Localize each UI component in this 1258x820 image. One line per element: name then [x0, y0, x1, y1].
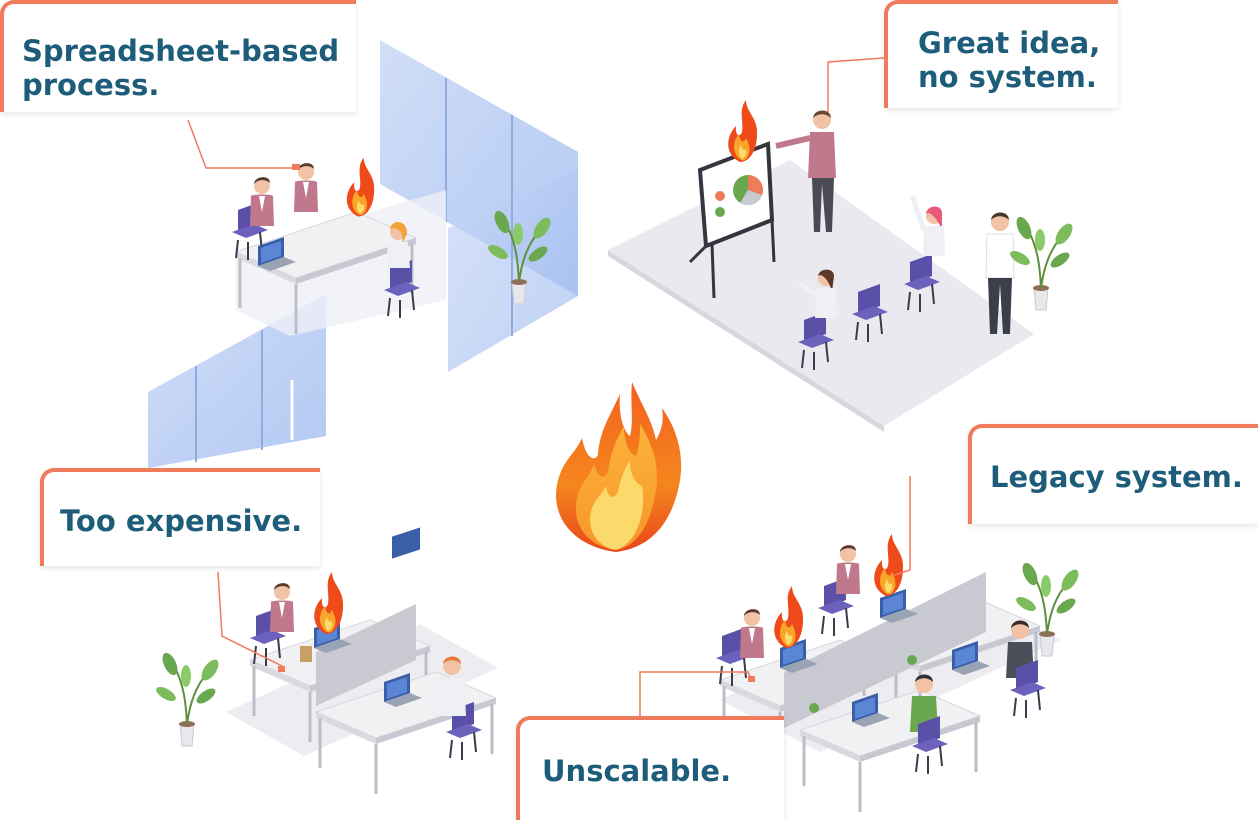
potted-plant-icon [1006, 213, 1077, 311]
potted-plant-icon [152, 649, 223, 747]
callout-great-idea-no-system: Great idea, no system. [884, 0, 1118, 108]
callout-spreadsheet-based-process: Spreadsheet-based process. [0, 0, 356, 112]
callout-unscalable: Unscalable. [516, 716, 784, 820]
workstation-scene-left [217, 527, 498, 796]
workstation-scene-right [639, 476, 1060, 814]
fire-icon [728, 100, 758, 162]
fire-icon [314, 572, 344, 634]
fire-icon [874, 534, 904, 596]
callout-legacy-system: Legacy system. [968, 424, 1258, 524]
callout-too-expensive: Too expensive. [40, 468, 320, 566]
fire-icon [556, 382, 682, 552]
presentation-scene [608, 57, 1034, 432]
fire-icon [774, 586, 804, 648]
fire-icon [346, 157, 375, 217]
meeting-table-scene [187, 119, 421, 336]
